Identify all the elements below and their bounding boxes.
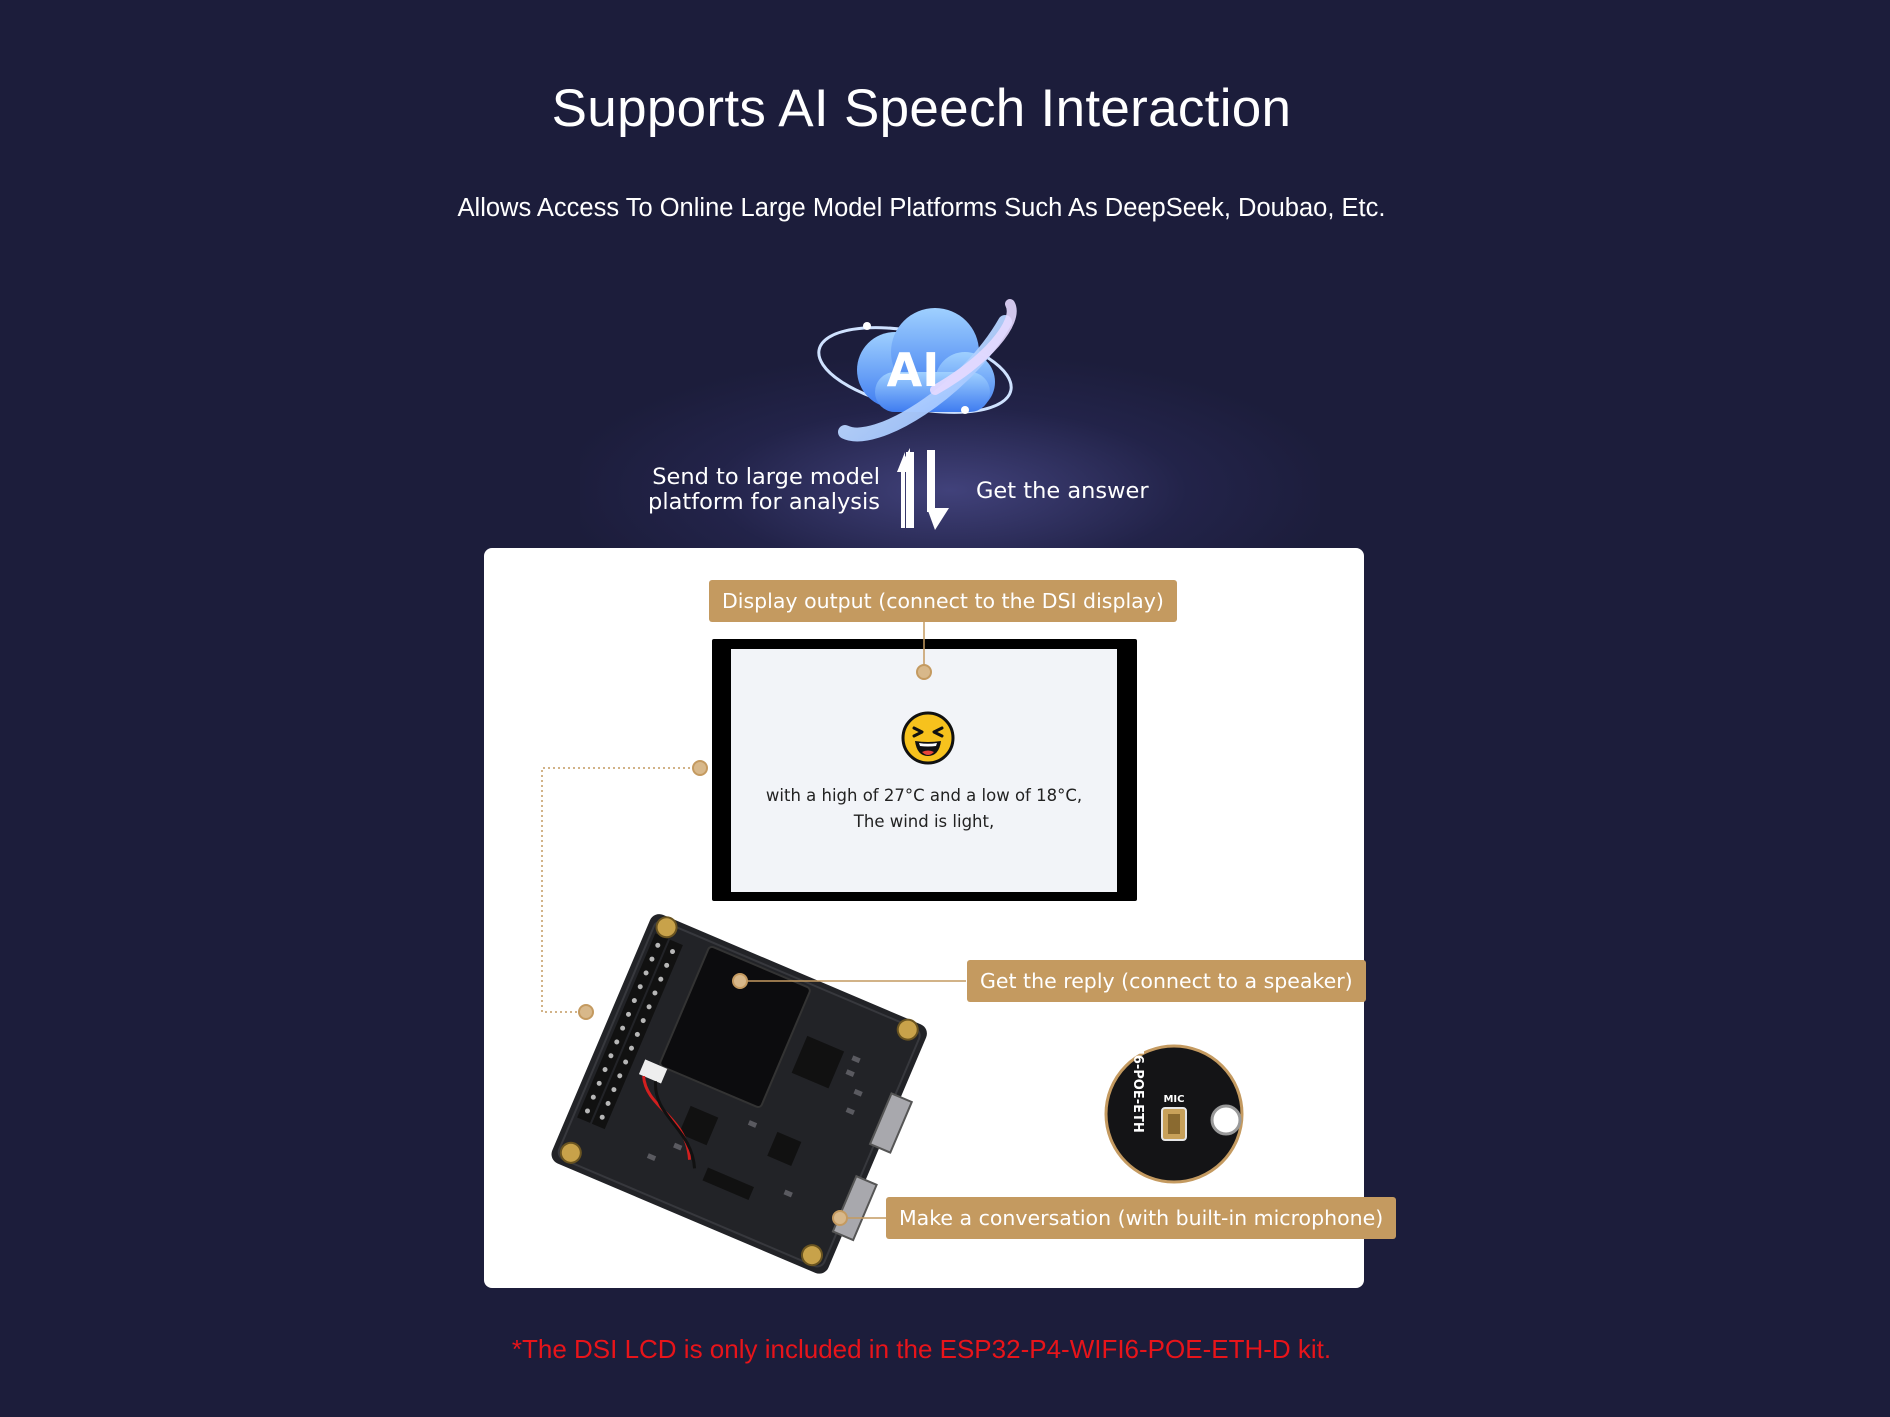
display-weather-text: with a high of 27°C and a low of 18°C, T…	[765, 786, 1083, 831]
footnote: *The DSI LCD is only included in the ESP…	[511, 1334, 1332, 1364]
laughing-emoji-icon	[901, 711, 955, 765]
ai-logo-text: AI	[887, 343, 940, 397]
speaker-reply-tag: Get the reply (connect to a speaker)	[967, 960, 1366, 1002]
page-subtitle: Allows Access To Online Large Model Plat…	[457, 194, 1386, 222]
microphone-conversation-tag: Make a conversation (with built-in micro…	[886, 1197, 1397, 1239]
bidirectional-arrows-icon	[897, 448, 949, 530]
dsi-display: with a high of 27°C and a low of 18°C, T…	[712, 639, 1137, 901]
send-to-platform-label: Send to large model platform for analysi…	[648, 464, 880, 515]
display-screen: with a high of 27°C and a low of 18°C, T…	[731, 649, 1117, 892]
get-answer-label: Get the answer	[976, 478, 1149, 504]
ai-cloud-icon: AI	[817, 299, 1017, 442]
display-output-tag: Display output (connect to the DSI displ…	[709, 580, 1177, 622]
page-title: Supports AI Speech Interaction	[551, 79, 1292, 138]
